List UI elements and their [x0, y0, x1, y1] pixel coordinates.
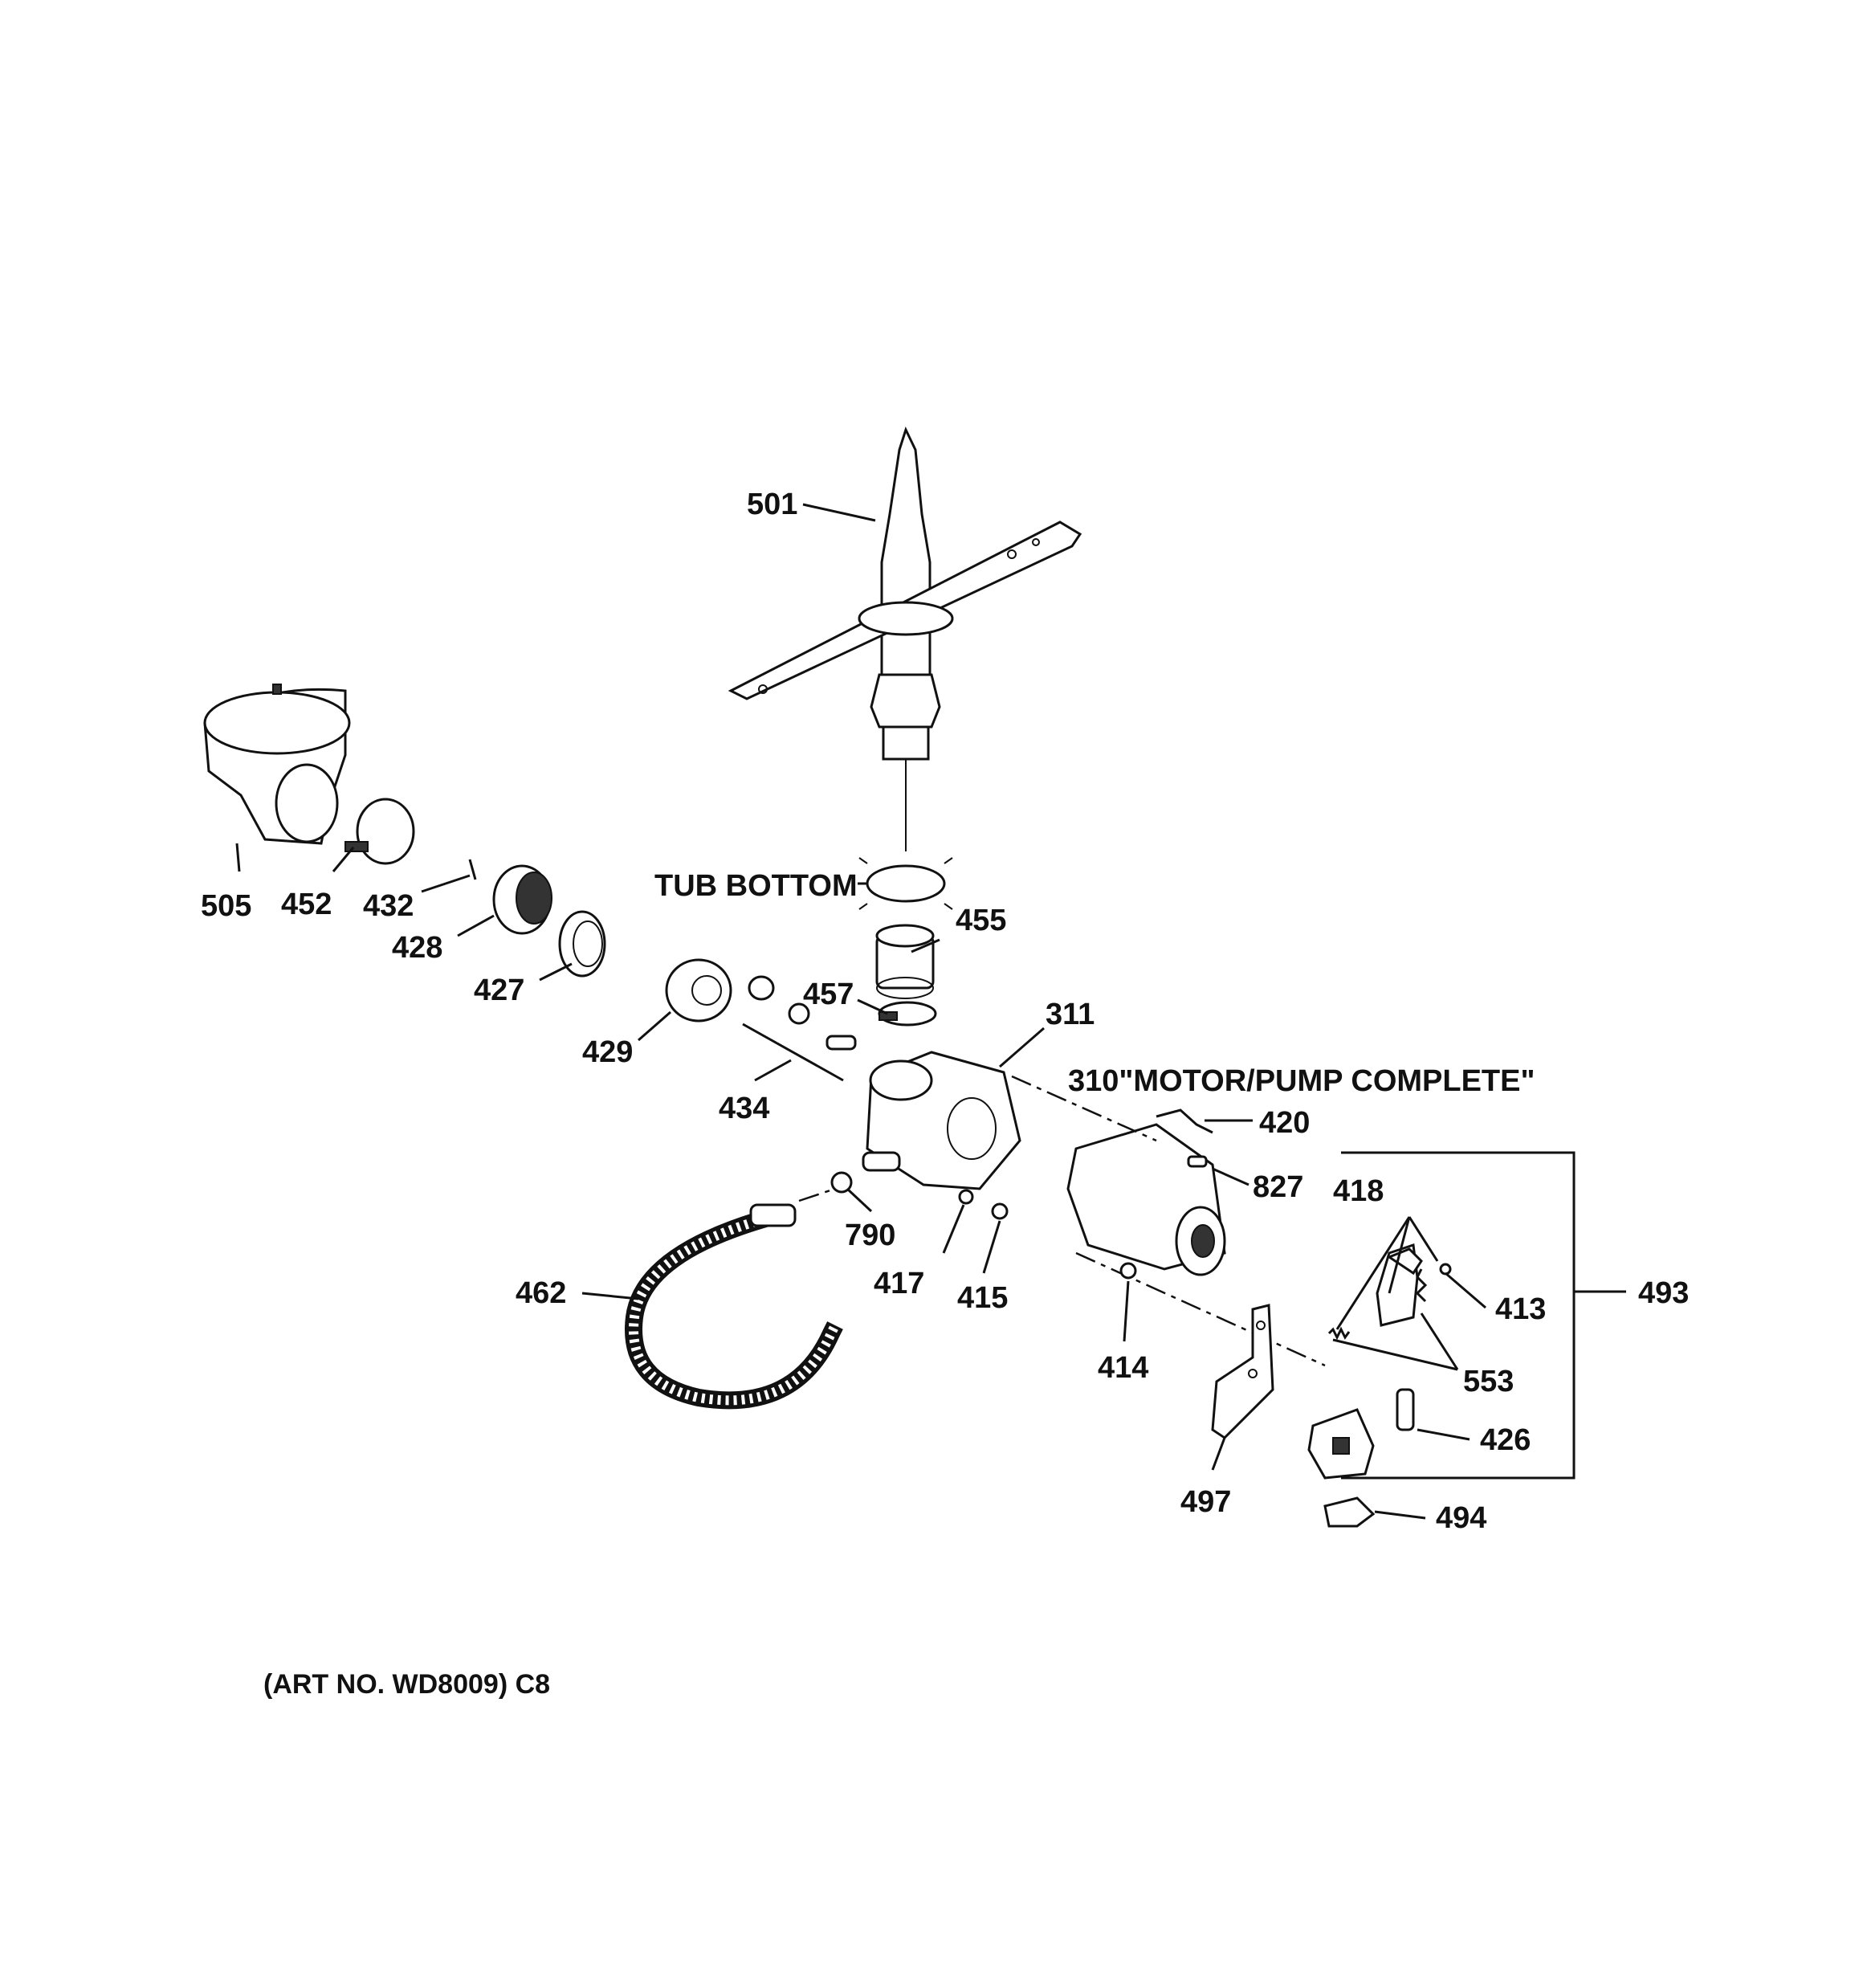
part-428-filter[interactable] — [492, 864, 552, 935]
part-solenoid-coil[interactable] — [1307, 1408, 1375, 1480]
part-462-hose[interactable] — [625, 1203, 843, 1410]
part-827-screw[interactable] — [1187, 1155, 1208, 1168]
part-417-washer[interactable] — [958, 1189, 974, 1205]
part-415-nut[interactable] — [991, 1202, 1009, 1220]
label-493[interactable]: 493 — [1638, 1276, 1689, 1310]
label-418[interactable]: 418 — [1333, 1174, 1384, 1208]
label-432[interactable]: 432 — [363, 889, 414, 923]
part-452-clamp[interactable] — [344, 798, 415, 865]
label-420[interactable]: 420 — [1259, 1106, 1310, 1140]
part-455-seal[interactable] — [875, 924, 935, 999]
tub-bottom-ring[interactable] — [858, 857, 953, 910]
label-827[interactable]: 827 — [1253, 1170, 1303, 1204]
label-413[interactable]: 413 — [1495, 1292, 1546, 1326]
part-429-impeller[interactable] — [665, 958, 732, 1023]
label-434[interactable]: 434 — [719, 1092, 769, 1125]
part-457-clamp[interactable] — [878, 1001, 937, 1027]
label-426[interactable]: 426 — [1480, 1423, 1531, 1457]
label-553[interactable]: 553 — [1463, 1365, 1514, 1398]
part-427-ring[interactable] — [558, 910, 606, 978]
part-497-bracket[interactable] — [1211, 1304, 1274, 1439]
label-310-motor-pump-complete[interactable]: 310"MOTOR/PUMP COMPLETE" — [1068, 1064, 1535, 1098]
label-417[interactable]: 417 — [874, 1267, 924, 1300]
label-428[interactable]: 428 — [392, 931, 442, 965]
part-493-bracket-line — [1341, 1151, 1626, 1480]
part-494-insulator[interactable] — [1323, 1496, 1376, 1528]
label-455[interactable]: 455 — [956, 904, 1006, 937]
leader-lines — [235, 503, 1486, 1520]
label-415[interactable]: 415 — [957, 1281, 1008, 1315]
part-553-spring[interactable] — [1327, 1268, 1428, 1341]
label-457[interactable]: 457 — [803, 978, 854, 1011]
label-311[interactable]: 311 — [1046, 998, 1095, 1031]
part-505-sump-housing[interactable] — [203, 684, 351, 845]
part-434-valve-set[interactable] — [742, 975, 857, 1082]
label-414[interactable]: 414 — [1098, 1351, 1148, 1385]
part-418-lever[interactable] — [1376, 1243, 1423, 1327]
art-number: (ART NO. WD8009) C8 — [263, 1669, 550, 1700]
label-494[interactable]: 494 — [1436, 1501, 1486, 1535]
label-427[interactable]: 427 — [474, 974, 524, 1007]
callout-labels: 501 TUB BOTTOM 505 452 432 428 427 455 4… — [201, 488, 1689, 1535]
label-tub-bottom[interactable]: TUB BOTTOM — [654, 869, 858, 903]
part-790-clip[interactable] — [830, 1171, 853, 1194]
part-413-clip[interactable] — [1439, 1263, 1452, 1276]
label-462[interactable]: 462 — [516, 1276, 566, 1310]
part-motor[interactable] — [1066, 1123, 1226, 1276]
label-452[interactable]: 452 — [281, 888, 332, 921]
part-414-screw[interactable] — [1119, 1262, 1137, 1280]
part-432-pin[interactable] — [468, 859, 477, 880]
part-426-plunger[interactable] — [1396, 1388, 1415, 1431]
part-311-pump-housing[interactable] — [862, 1051, 1021, 1190]
label-505[interactable]: 505 — [201, 889, 251, 923]
label-501[interactable]: 501 — [747, 488, 797, 521]
part-501-spray-arm[interactable] — [728, 426, 1082, 761]
label-790[interactable]: 790 — [845, 1219, 895, 1252]
label-497[interactable]: 497 — [1180, 1485, 1231, 1519]
label-429[interactable]: 429 — [582, 1035, 633, 1069]
part-420-wire[interactable] — [1156, 1108, 1213, 1134]
